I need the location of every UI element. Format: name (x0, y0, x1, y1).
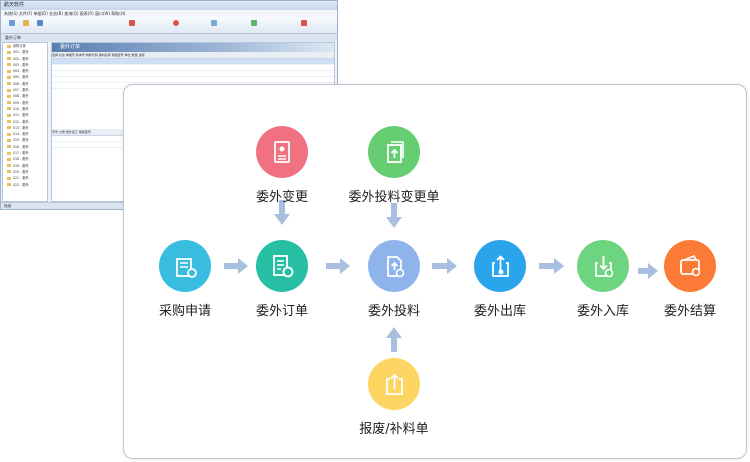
node-purchase-request[interactable]: 采购申请 (125, 240, 245, 319)
tree-item[interactable]: 011 - 委外 (3, 112, 47, 118)
node-outsource-in[interactable]: 委外入库 (543, 240, 663, 319)
document-icon (256, 126, 308, 178)
tree-item[interactable]: 003 - 委外 (3, 62, 47, 68)
tree-item[interactable]: 010 - 委外 (3, 106, 47, 112)
node-outsource-change[interactable]: 委外变更 (222, 126, 342, 205)
arrow-out-to-in (539, 258, 564, 274)
arrow-feedchange-to-feed (386, 203, 402, 228)
tree-item[interactable]: 014 - 委外 (3, 131, 47, 137)
tree-item[interactable]: 004 - 委外 (3, 68, 47, 74)
arrow-in-to-settle (638, 263, 658, 279)
arrow-change-to-order (274, 200, 290, 225)
save-icon[interactable] (37, 20, 43, 26)
grid-panel-title: 委外订单 (52, 43, 334, 52)
tree-item[interactable]: 002 - 委外 (3, 56, 47, 62)
tree-item[interactable]: 018 - 委外 (3, 156, 47, 162)
tree-item[interactable]: 013 - 委外 (3, 125, 47, 131)
arrow-feed-to-out (432, 258, 457, 274)
node-outsource-out[interactable]: 委外出库 (440, 240, 560, 319)
upload-document-icon (368, 126, 420, 178)
node-label: 采购申请 (158, 304, 211, 319)
tree-item[interactable]: 采购订单 (3, 43, 47, 49)
arrow-scrap-to-feed (386, 327, 402, 352)
refresh-icon[interactable] (251, 20, 257, 26)
tree-item[interactable]: 008 - 委外 (3, 93, 47, 99)
tree-item[interactable]: 012 - 委外 (3, 119, 47, 125)
import-icon (577, 240, 629, 292)
tree-item[interactable]: 019 - 委外 (3, 163, 47, 169)
grid-header: 选择 状态 单据号 版本号 物料代码 物料名称 规格型号 单位 数量 金额 (52, 52, 334, 59)
tree-item[interactable]: 020 - 委外 (3, 169, 47, 175)
feed-icon (368, 240, 420, 292)
tree-item[interactable]: 006 - 委外 (3, 81, 47, 87)
node-outsource-settle[interactable]: 委外结算 (630, 240, 750, 319)
tree-item[interactable]: 017 - 委外 (3, 150, 47, 156)
node-scrap-supplement[interactable]: 报废/补料单 (334, 358, 454, 437)
table-row[interactable] (52, 65, 334, 71)
node-label: 委外订单 (255, 304, 308, 319)
node-feed-change-order[interactable]: 委外投料变更单 (334, 126, 454, 205)
order-icon (256, 240, 308, 292)
export-icon (474, 240, 526, 292)
node-outsource-feed[interactable]: 委外投料 (334, 240, 454, 319)
tab-outsource-order[interactable]: 委外订单 (1, 34, 337, 42)
open-icon[interactable] (23, 20, 29, 26)
tree-item[interactable]: 007 - 委外 (3, 87, 47, 93)
tree-item[interactable]: 016 - 委外 (3, 144, 47, 150)
tree-item[interactable]: 022 - 委外 (3, 182, 47, 188)
basket-icon (159, 240, 211, 292)
node-label: 委外结算 (663, 304, 716, 319)
table-row[interactable] (52, 59, 334, 65)
toolbar (1, 17, 337, 34)
tree-item[interactable]: 005 - 委外 (3, 74, 47, 80)
node-label: 委外变更 (255, 190, 308, 205)
arrow-request-to-order (224, 258, 248, 274)
print-icon[interactable] (211, 20, 217, 26)
node-outsource-order[interactable]: 委外订单 (222, 240, 342, 319)
tree-item[interactable]: 001 - 委外 (3, 49, 47, 55)
wallet-icon (664, 240, 716, 292)
upload-icon (368, 358, 420, 410)
tree-item[interactable]: 021 - 委外 (3, 175, 47, 181)
node-label: 委外入库 (576, 304, 629, 319)
node-label: 委外投料变更单 (348, 190, 440, 205)
delete-icon[interactable] (129, 20, 135, 26)
stop-icon[interactable] (173, 20, 179, 26)
table-row[interactable] (52, 77, 334, 83)
tree-item[interactable]: 009 - 委外 (3, 100, 47, 106)
new-icon[interactable] (9, 20, 15, 26)
tree-item[interactable]: 015 - 委外 (3, 137, 47, 143)
node-label: 委外投料 (367, 304, 420, 319)
table-row[interactable] (52, 71, 334, 77)
node-label: 报废/补料单 (359, 422, 429, 437)
node-label: 委外出库 (473, 304, 526, 319)
arrow-order-to-feed (326, 258, 350, 274)
close-icon[interactable] (301, 20, 307, 26)
menu-bar[interactable]: 系统(S) 文件(F) 单据(D) 业务(B) 查询(Q) 报表(R) 窗口(W… (1, 10, 337, 17)
window-title: 航天软件 (1, 1, 337, 10)
